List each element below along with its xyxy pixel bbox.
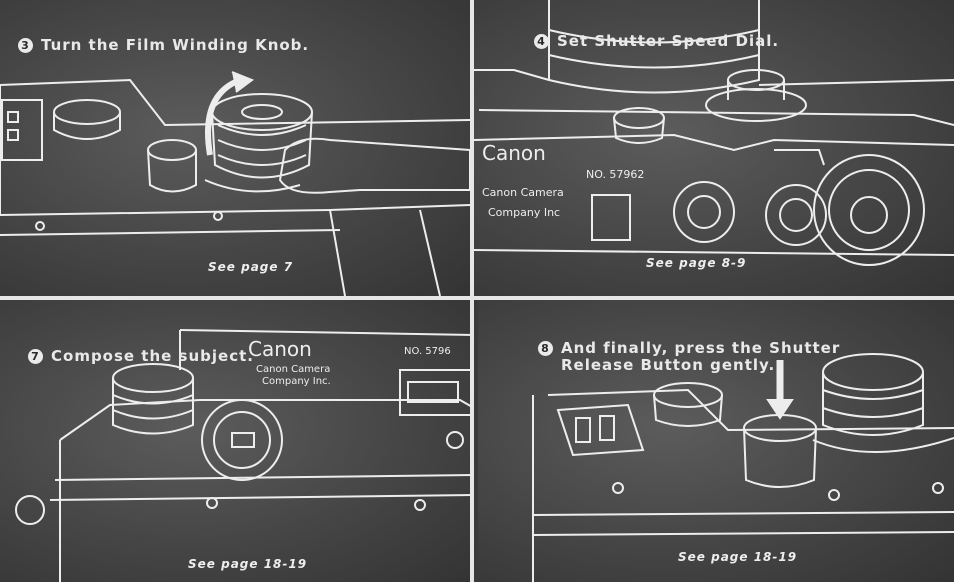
compose-illustration: Canon Canon Camera Company Inc. NO. 5796 (15, 329, 474, 582)
step-text: Compose the subject. (51, 347, 254, 365)
page-reference: See page 8-9 (646, 256, 747, 270)
panel-film-winding: 3 Turn the Film Winding Knob. See page 7 (0, 0, 470, 296)
step-caption: 7 Compose the subject. (28, 348, 254, 365)
step-caption: 4 Set Shutter Speed Dial. (534, 33, 779, 50)
shutter-speed-illustration: Canon NO. 57962 Canon Camera Company Inc (474, 0, 954, 266)
engraved-brand: Canon (482, 141, 546, 165)
engraved-maker-line1: Canon Camera (482, 186, 564, 199)
step-text: Set Shutter Speed Dial. (557, 32, 780, 50)
step-text: Turn the Film Winding Knob. (41, 36, 310, 54)
page-reference: See page 18-19 (188, 557, 308, 571)
panel-shutter-release: 8 And finally, press the Shutter Release … (478, 300, 954, 582)
page-reference: See page 18-19 (678, 550, 798, 564)
engraved-serial: NO. 57962 (586, 168, 644, 181)
step-text-line1: And finally, press the Shutter (561, 339, 841, 357)
step-caption: 3 Turn the Film Winding Knob. (18, 37, 309, 54)
panel-shutter-speed: Canon NO. 57962 Canon Camera Company Inc… (474, 0, 954, 296)
step-number-badge: 3 (18, 38, 33, 53)
engraved-maker-line2: Company Inc. (262, 376, 331, 387)
engraved-maker-line1: Canon Camera (256, 364, 330, 375)
step-number-badge: 7 (28, 349, 43, 364)
step-text-line2: Release Button gently. (561, 356, 776, 374)
page-reference: See page 7 (208, 260, 294, 274)
step-number-badge: 8 (538, 341, 553, 356)
step-caption: 8 And finally, press the Shutter Release … (538, 340, 840, 374)
vertical-divider (470, 0, 474, 582)
step-number-badge: 4 (534, 34, 549, 49)
film-winding-illustration (0, 71, 470, 296)
engraved-brand: Canon (248, 337, 312, 361)
engraved-serial: NO. 5796 (404, 346, 451, 357)
engraved-maker-line2: Company Inc (488, 206, 560, 219)
shutter-release-illustration (532, 353, 954, 582)
panel-compose-subject: Canon Canon Camera Company Inc. NO. 5796… (0, 300, 474, 582)
horizontal-divider (0, 296, 954, 300)
